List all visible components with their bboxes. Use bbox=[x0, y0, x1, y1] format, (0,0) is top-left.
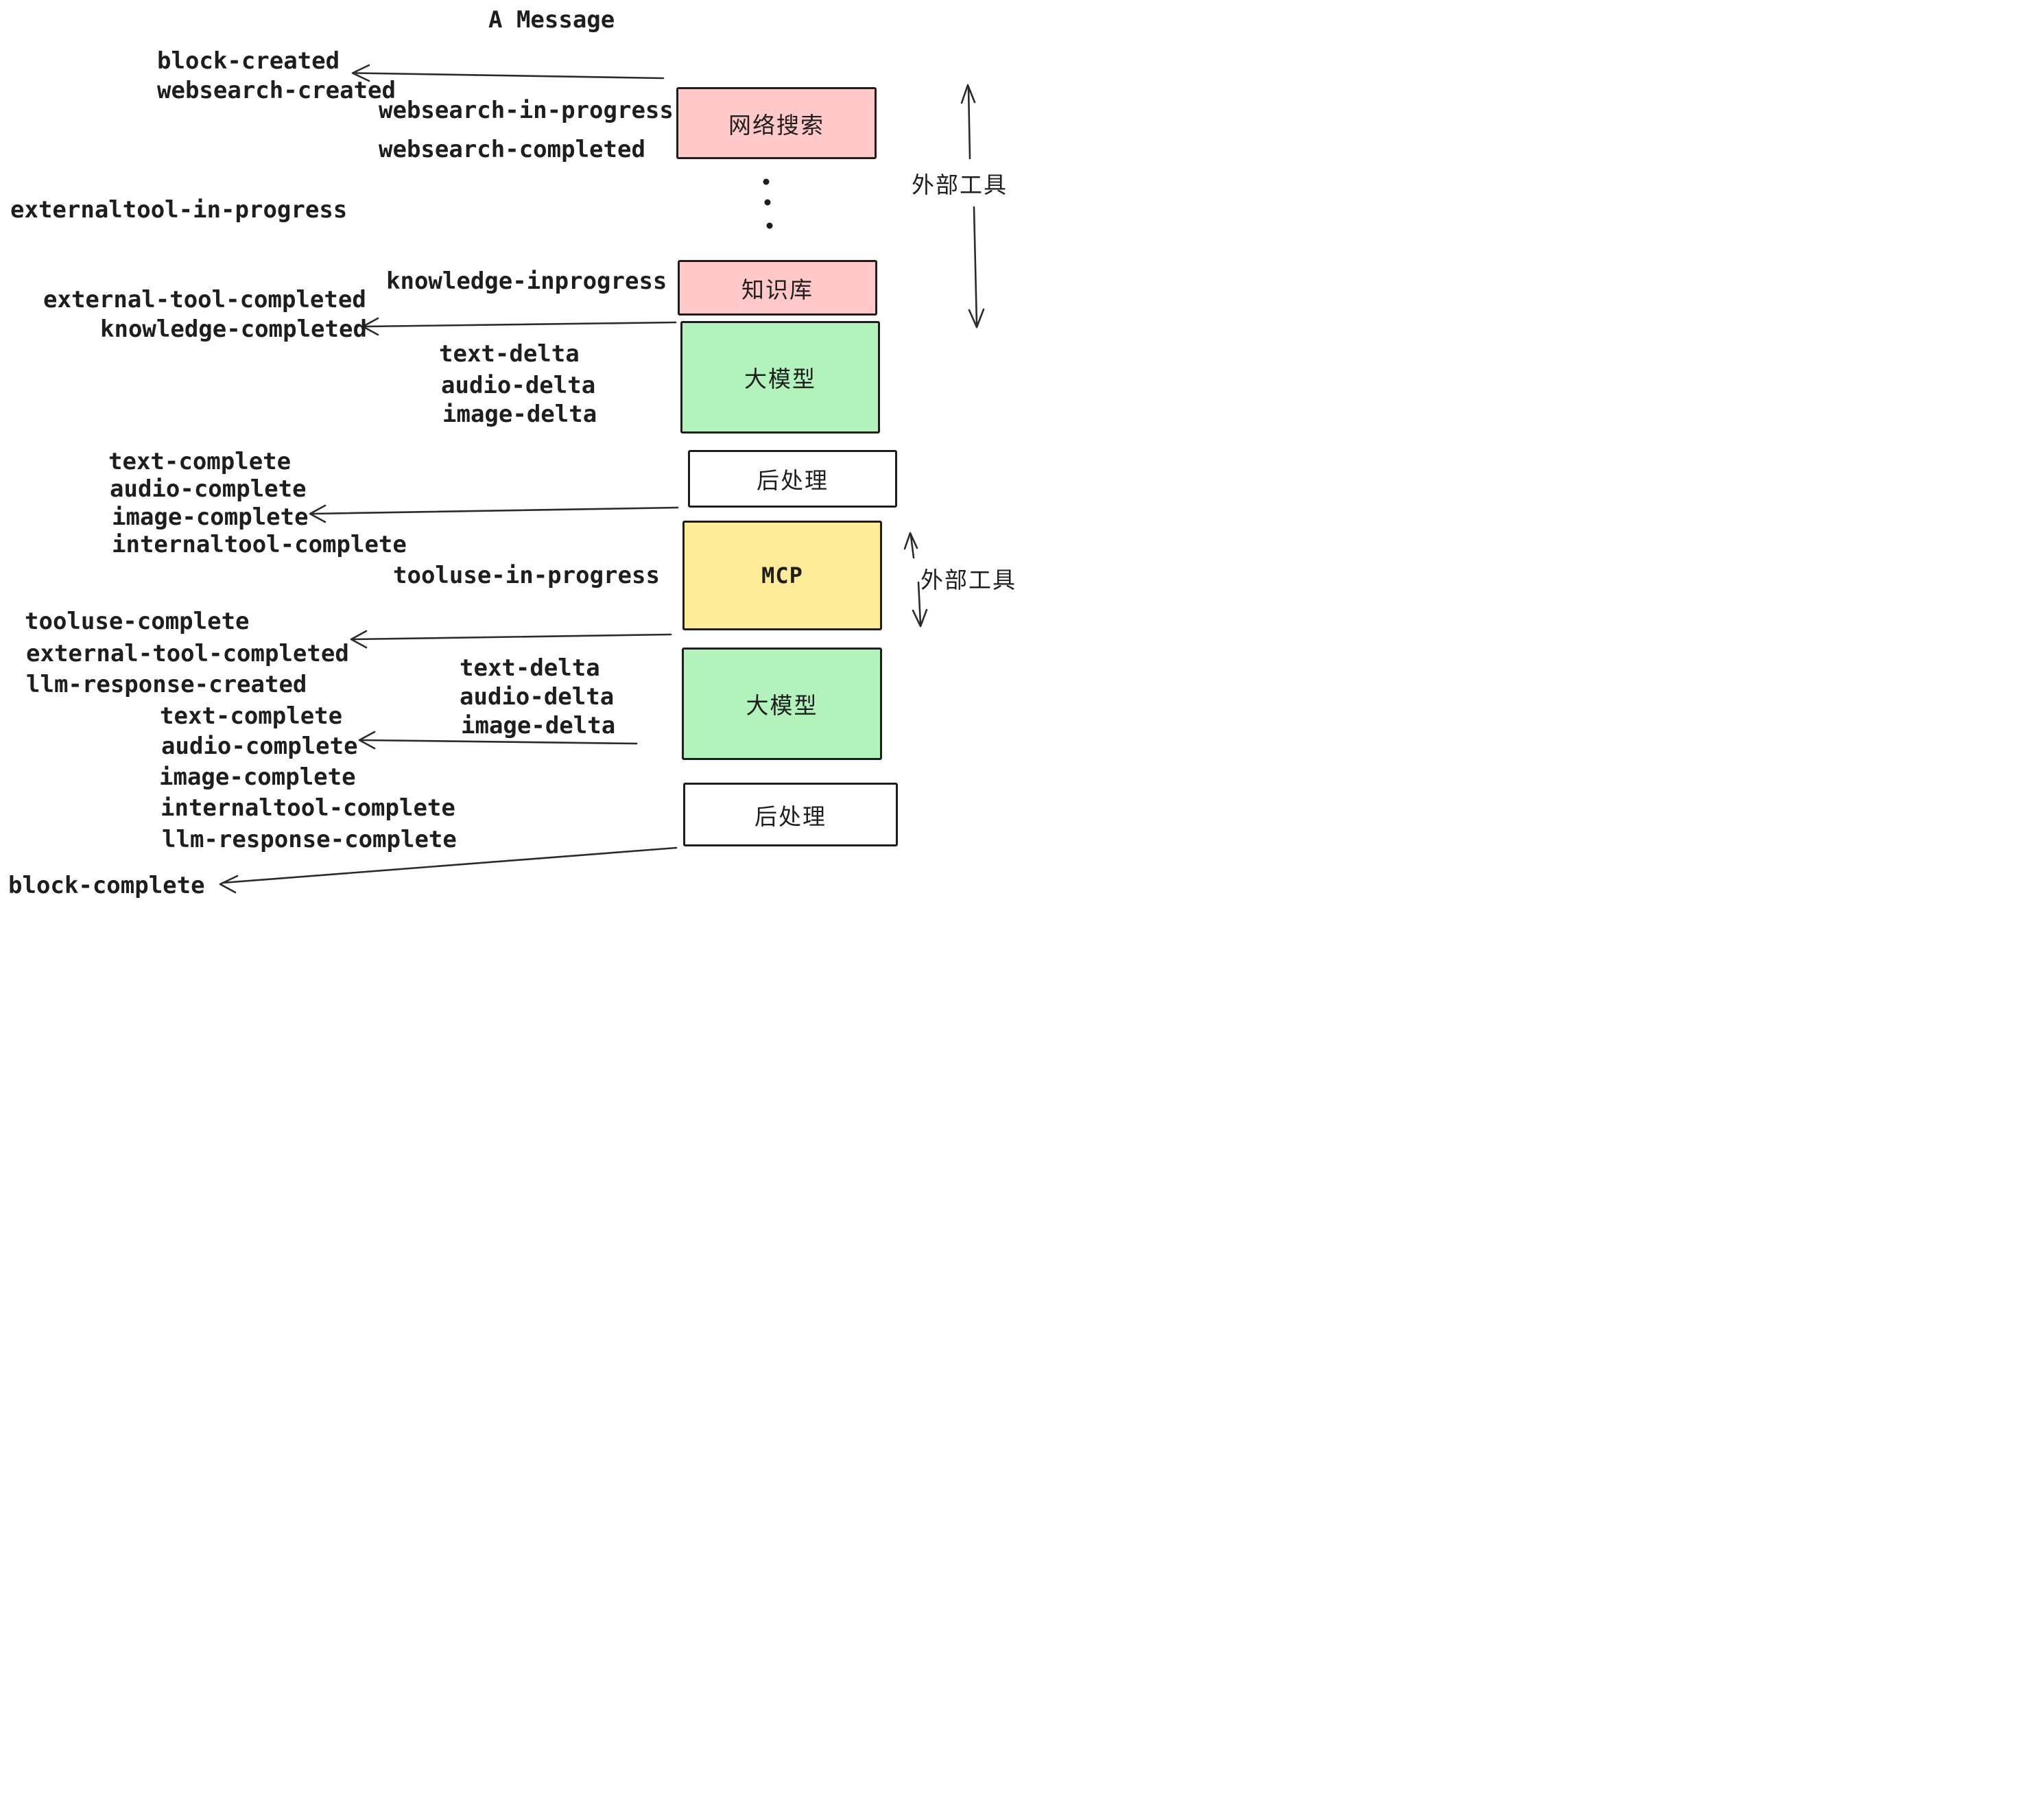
event-image-complete-1: image-complete bbox=[112, 503, 309, 531]
event-text-complete-2: text-complete bbox=[160, 702, 343, 730]
post-process-box-1: 后处理 bbox=[688, 450, 897, 508]
event-text-complete-1: text-complete bbox=[108, 448, 292, 475]
websearch-box-label: 网络搜索 bbox=[728, 111, 824, 139]
event-block-complete: block-complete bbox=[8, 872, 205, 899]
arrow-tooluse-complete bbox=[350, 630, 672, 649]
event-externaltool-in-progress: externaltool-in-progress bbox=[10, 196, 348, 224]
external-tools-down-arrow bbox=[968, 206, 985, 329]
mcp-external-tools-down-arrow bbox=[912, 581, 928, 628]
knowledge-base-box-label: 知识库 bbox=[741, 276, 813, 303]
event-tooluse-in-progress: tooluse-in-progress bbox=[393, 562, 660, 589]
event-llm-response-complete: llm-response-complete bbox=[162, 826, 457, 853]
event-block-created: block-created bbox=[157, 47, 340, 75]
event-knowledge-completed: knowledge-completed bbox=[100, 316, 367, 343]
ellipsis-dots-icon bbox=[763, 178, 773, 229]
event-text-delta-1: text-delta bbox=[439, 340, 580, 368]
llm-box-2: 大模型 bbox=[682, 648, 882, 760]
arrow-image-complete bbox=[309, 504, 679, 523]
mcp-external-tools-up-arrow bbox=[903, 532, 918, 559]
external-tools-label-top: 外部工具 bbox=[912, 171, 1008, 198]
event-image-delta-2: image-delta bbox=[461, 712, 616, 739]
arrow-block-created bbox=[351, 64, 665, 82]
event-audio-delta-1: audio-delta bbox=[441, 372, 596, 399]
llm-box-1-label: 大模型 bbox=[744, 366, 816, 392]
event-internaltool-complete-2: internaltool-complete bbox=[161, 794, 455, 822]
post-process-box-2-label: 后处理 bbox=[754, 803, 827, 830]
event-knowledge-inprogress: knowledge-inprogress bbox=[386, 268, 667, 295]
knowledge-base-box: 知识库 bbox=[678, 260, 877, 316]
arrow-knowledge-completed bbox=[361, 317, 677, 336]
websearch-box: 网络搜索 bbox=[676, 87, 877, 159]
event-audio-complete-1: audio-complete bbox=[110, 475, 307, 503]
event-websearch-completed: websearch-completed bbox=[379, 136, 645, 163]
arrow-audio-complete bbox=[358, 731, 638, 750]
event-tooluse-complete: tooluse-complete bbox=[25, 608, 250, 635]
external-tools-up-arrow bbox=[960, 84, 976, 160]
event-external-tool-completed-2: external-tool-completed bbox=[26, 640, 349, 667]
llm-box-1: 大模型 bbox=[680, 321, 880, 434]
event-text-delta-2: text-delta bbox=[460, 654, 600, 682]
event-image-delta-1: image-delta bbox=[442, 401, 597, 428]
event-websearch-created: websearch-created bbox=[157, 77, 396, 104]
mcp-box: MCP bbox=[682, 521, 882, 630]
mcp-box-label: MCP bbox=[761, 562, 803, 589]
sequence-diagram: A Message 网络搜索 知识库 大模型 后处理 MCP 大模型 后处理 外… bbox=[0, 0, 1022, 902]
external-tools-label-mcp: 外部工具 bbox=[920, 567, 1017, 593]
event-image-complete-2: image-complete bbox=[159, 763, 356, 791]
event-websearch-in-progress: websearch-in-progress bbox=[379, 97, 674, 124]
event-internaltool-complete-1: internaltool-complete bbox=[112, 531, 407, 558]
post-process-box-2: 后处理 bbox=[683, 783, 898, 846]
diagram-title: A Message bbox=[488, 6, 615, 34]
post-process-box-1-label: 后处理 bbox=[757, 467, 829, 494]
event-audio-delta-2: audio-delta bbox=[460, 683, 615, 711]
event-llm-response-created: llm-response-created bbox=[26, 671, 307, 698]
event-audio-complete-2: audio-complete bbox=[161, 733, 358, 760]
event-external-tool-completed-1: external-tool-completed bbox=[43, 286, 366, 313]
arrows-layer bbox=[219, 64, 985, 894]
arrow-block-complete bbox=[219, 846, 678, 894]
llm-box-2-label: 大模型 bbox=[746, 692, 818, 719]
